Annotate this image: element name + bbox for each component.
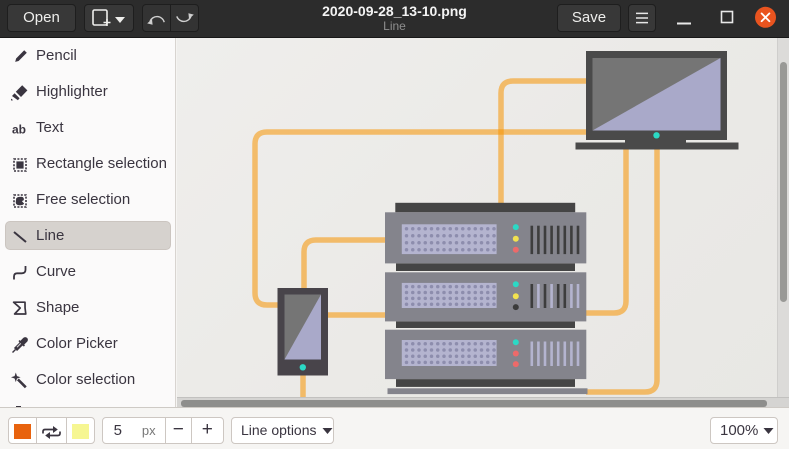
svg-text:ab: ab: [12, 123, 26, 137]
